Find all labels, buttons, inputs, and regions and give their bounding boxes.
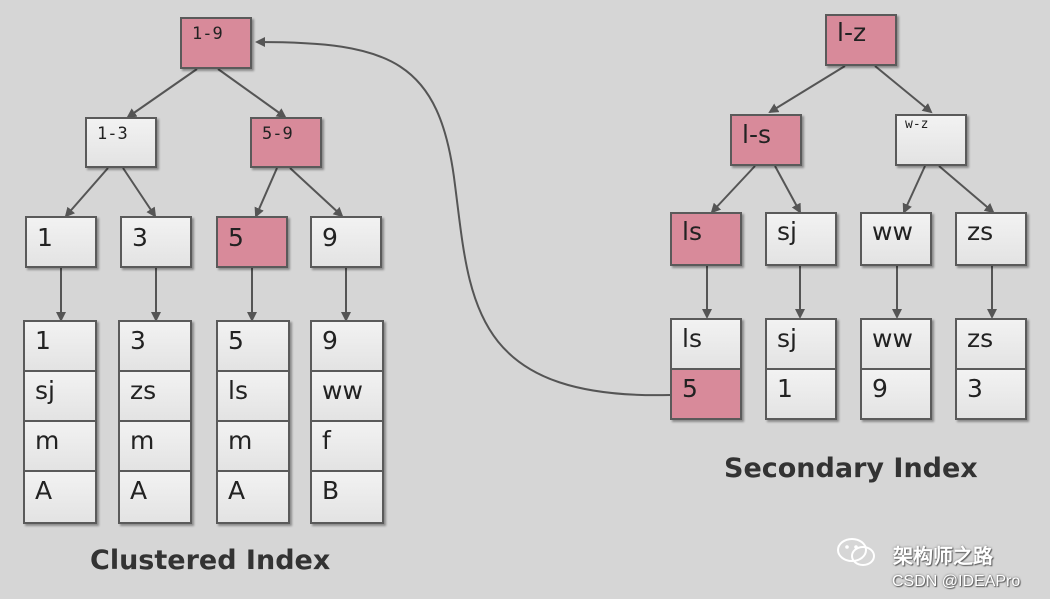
secondary-leaf-key-ls: ls	[670, 212, 742, 266]
edge-croot-c59	[217, 68, 287, 119]
entry-cell-pk: 3	[955, 368, 1027, 420]
row-cell-gender: m	[23, 420, 97, 472]
edge-sroot-swz	[874, 65, 933, 114]
wechat-icon	[837, 538, 875, 566]
clustered-root-node: 1-9	[180, 17, 252, 69]
row-cell-id: 1	[23, 320, 97, 372]
clustered-row-5: 5 ls m A	[216, 320, 290, 524]
secondary-leaf-key-sj: sj	[765, 212, 837, 266]
edge-c13-leaf3	[122, 167, 157, 218]
clustered-row-3: 3 zs m A	[118, 320, 192, 524]
entry-cell-key: sj	[765, 318, 837, 370]
secondary-leaf-key-zs: zs	[955, 212, 1027, 266]
secondary-entry-ls: ls 5	[670, 318, 742, 420]
secondary-index-caption: Secondary Index	[724, 453, 978, 484]
row-cell-gender: f	[310, 420, 384, 472]
row-cell-gender: m	[216, 420, 290, 472]
edge-swz-lww	[902, 165, 926, 214]
row-cell-name: zs	[118, 370, 192, 422]
edge-croot-c13	[126, 68, 198, 119]
secondary-internal-node-w-z: w-z	[895, 114, 967, 166]
edge-sroot-sls	[768, 65, 846, 114]
watermark-source: CSDN @IDEAPro	[892, 573, 1021, 590]
row-cell-name: sj	[23, 370, 97, 422]
entry-cell-pk: 9	[860, 368, 932, 420]
row-cell-id: 5	[216, 320, 290, 372]
watermark-account: 架构师之路	[893, 544, 993, 568]
clustered-internal-node-5-9: 5-9	[250, 117, 322, 168]
clustered-leaf-key-9: 9	[310, 216, 382, 268]
clustered-internal-node-1-3: 1-3	[85, 117, 157, 168]
row-cell-id: 9	[310, 320, 384, 372]
secondary-leaf-key-ww: ww	[860, 212, 932, 266]
clustered-leaf-key-5: 5	[216, 216, 288, 268]
entry-cell-pk: 5	[670, 368, 742, 420]
edge-c59-leaf5	[254, 167, 278, 218]
row-cell-name: ww	[310, 370, 384, 422]
secondary-root-node: l-z	[825, 14, 897, 66]
secondary-entry-zs: zs 3	[955, 318, 1027, 420]
clustered-row-1: 1 sj m A	[23, 320, 97, 524]
row-cell-grade: A	[216, 470, 290, 524]
row-cell-grade: B	[310, 470, 384, 524]
edge-sls-lls	[710, 165, 756, 214]
entry-cell-key: ww	[860, 318, 932, 370]
entry-cell-key: ls	[670, 318, 742, 370]
row-cell-grade: A	[23, 470, 97, 524]
entry-cell-pk: 1	[765, 368, 837, 420]
row-cell-gender: m	[118, 420, 192, 472]
clustered-index-caption: Clustered Index	[90, 545, 331, 576]
clustered-row-9: 9 ww f B	[310, 320, 384, 524]
edge-sls-lsj	[774, 165, 801, 214]
entry-cell-key: zs	[955, 318, 1027, 370]
row-cell-name: ls	[216, 370, 290, 422]
edge-c59-leaf9	[289, 167, 344, 218]
row-cell-grade: A	[118, 470, 192, 524]
edge-c13-leaf1	[64, 167, 109, 218]
clustered-leaf-key-3: 3	[120, 216, 192, 268]
row-cell-id: 3	[118, 320, 192, 372]
clustered-leaf-key-1: 1	[25, 216, 97, 268]
edge-swz-lzs	[938, 165, 995, 214]
secondary-entry-ww: ww 9	[860, 318, 932, 420]
secondary-entry-sj: sj 1	[765, 318, 837, 420]
secondary-internal-node-l-s: l-s	[730, 114, 802, 166]
